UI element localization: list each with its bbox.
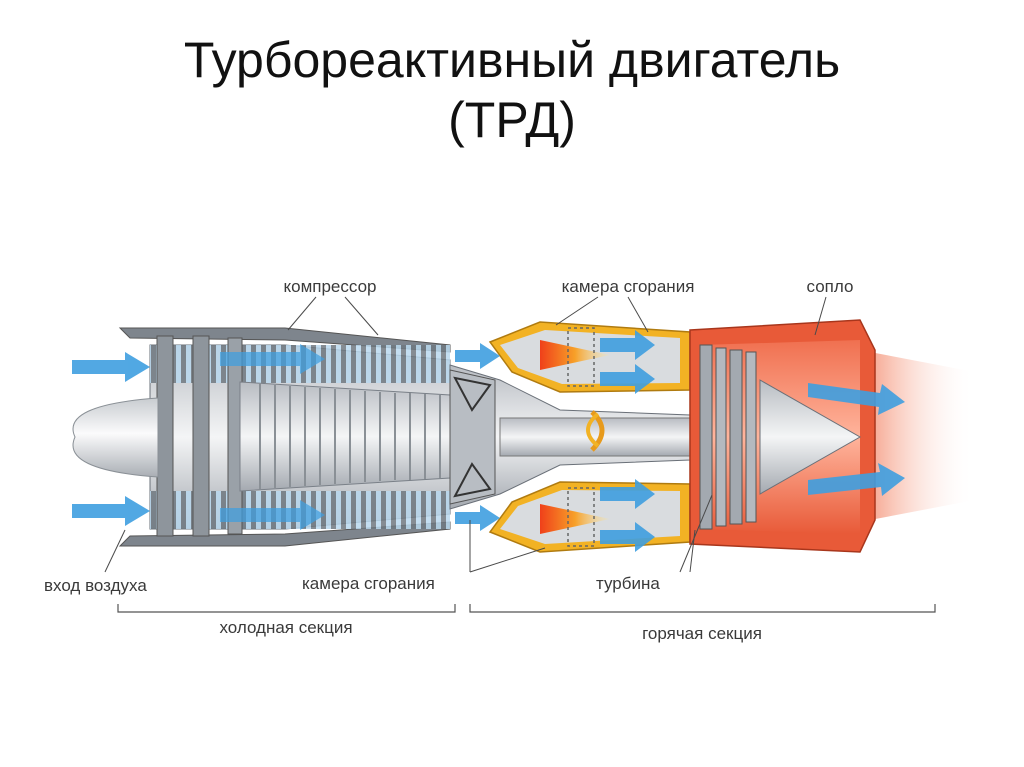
exhaust-arrow-top xyxy=(808,383,905,415)
label-turbine: турбина xyxy=(596,574,660,593)
intake-arrow-bottom xyxy=(72,496,150,526)
exhaust-arrow-bottom xyxy=(808,463,905,496)
exhaust-plume xyxy=(870,352,975,520)
leader-lines xyxy=(104,296,827,573)
slide-title: Турбореактивный двигатель (ТРД) xyxy=(0,30,1024,150)
air-flow-arrows xyxy=(72,330,905,552)
label-combustion-top: камера сгорания xyxy=(562,277,695,296)
section-brackets xyxy=(117,604,936,613)
intake-arrow-top xyxy=(72,352,150,382)
label-air-intake: вход воздуха xyxy=(44,576,147,595)
label-combustion-bottom: камера сгорания xyxy=(302,574,435,593)
turbine xyxy=(699,344,757,530)
combustion-chamber-bottom xyxy=(488,481,691,553)
title-line-1: Турбореактивный двигатель xyxy=(183,32,841,88)
title-line-2: (ТРД) xyxy=(448,92,576,148)
label-compressor: компрессор xyxy=(284,277,377,296)
combustion-chamber-top xyxy=(488,321,691,393)
nose-cone xyxy=(72,397,159,478)
label-cold-section: холодная секция xyxy=(219,618,352,637)
label-hot-section: горячая секция xyxy=(642,624,762,643)
label-nozzle: сопло xyxy=(807,277,854,296)
